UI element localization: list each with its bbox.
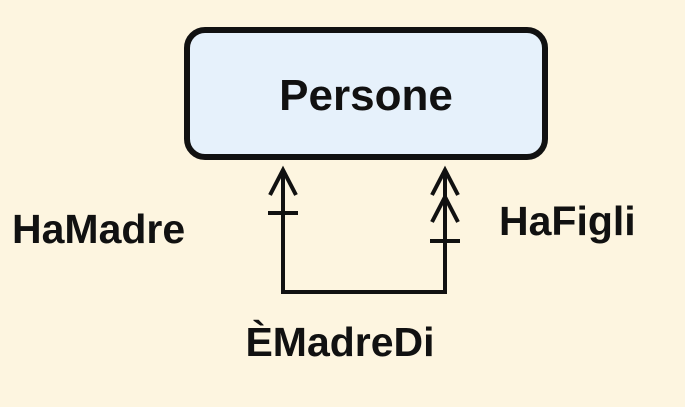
left-arrowhead: [268, 165, 298, 196]
relationship-name: ÈMadreDi: [245, 319, 435, 365]
right-arrowhead-inner: [430, 192, 460, 223]
entity-name: Persone: [279, 71, 453, 120]
entity-box[interactable]: [184, 27, 548, 160]
left-role-label: HaMadre: [12, 206, 186, 252]
left-cardinality-marker: [268, 165, 298, 215]
right-role-label: HaFigli: [499, 198, 636, 244]
relationship-connector: [281, 172, 447, 294]
right-arrowhead-outer: [430, 165, 460, 196]
right-cardinality-marker: [430, 165, 460, 243]
